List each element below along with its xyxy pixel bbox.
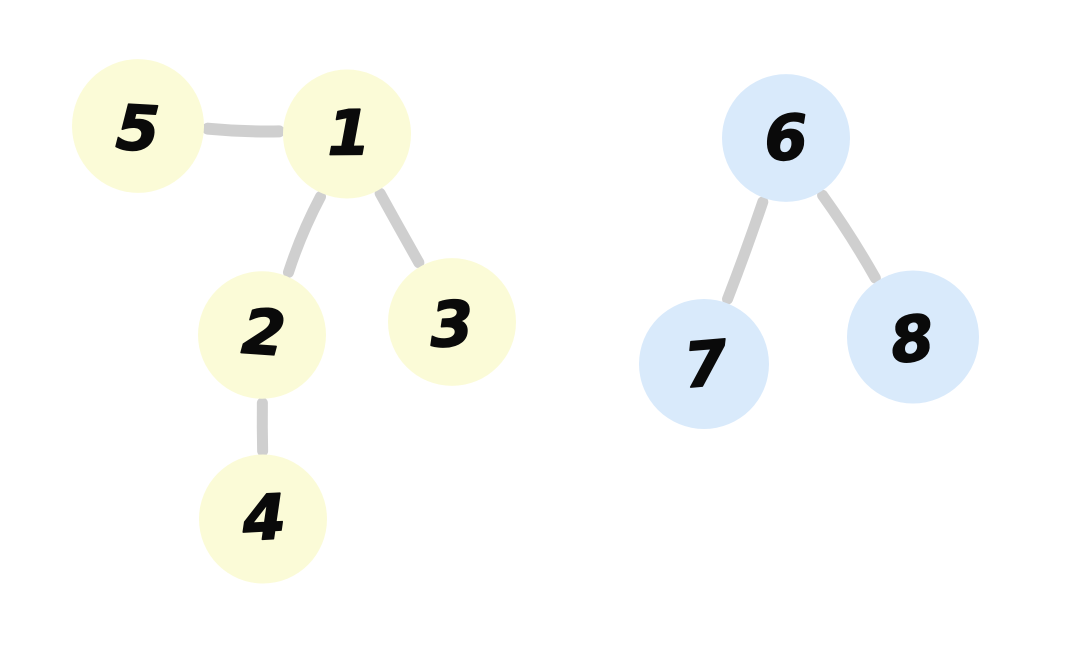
- graph-node[interactable]: 2: [198, 271, 326, 399]
- graph-edge: [722, 196, 769, 305]
- graph-node[interactable]: 6: [722, 74, 850, 202]
- node-label: 8: [886, 300, 938, 378]
- node-label: 1: [327, 96, 371, 169]
- graph-edge: [374, 187, 425, 269]
- node-circle[interactable]: [283, 69, 411, 199]
- node-circle[interactable]: [722, 74, 850, 202]
- node-label: 7: [681, 326, 731, 402]
- graph-edge: [282, 191, 327, 278]
- node-label: 6: [763, 101, 809, 175]
- graph-node[interactable]: 4: [199, 454, 327, 584]
- graph-node[interactable]: 1: [283, 69, 411, 199]
- node-label: 2: [240, 295, 288, 371]
- node-circle[interactable]: [847, 270, 979, 404]
- node-circle[interactable]: [639, 298, 769, 430]
- graph-node[interactable]: 5: [72, 59, 204, 193]
- node-circle[interactable]: [388, 258, 516, 386]
- graph-node[interactable]: 7: [639, 298, 769, 430]
- graph-edge: [201, 122, 286, 138]
- node-label: 5: [114, 91, 161, 166]
- nodes-layer: 1 2 3 4 5 6 7 8: [72, 59, 979, 584]
- edges-layer: [201, 122, 881, 457]
- node-circle[interactable]: [72, 59, 204, 193]
- node-circle[interactable]: [198, 271, 326, 399]
- node-label: 4: [240, 480, 288, 555]
- graph-node[interactable]: 8: [847, 270, 979, 404]
- node-circle[interactable]: [199, 454, 327, 584]
- graph-edge: [817, 189, 881, 284]
- node-label: 3: [428, 287, 474, 362]
- graph-node[interactable]: 3: [388, 258, 516, 386]
